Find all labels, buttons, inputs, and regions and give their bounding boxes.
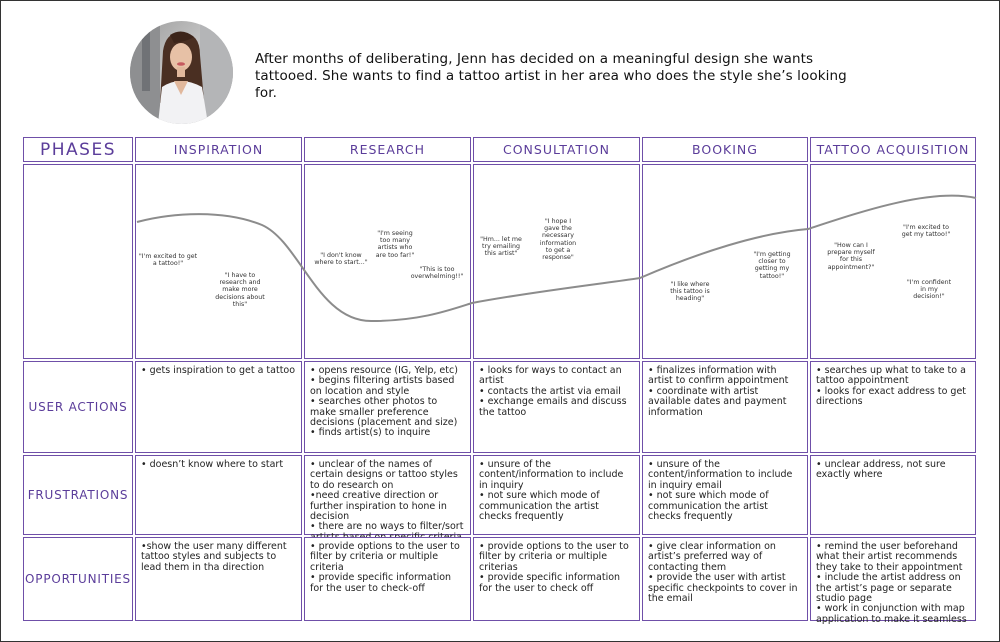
phase-header-research: RESEARCH [304, 137, 471, 162]
frustrations-booking: • unsure of the content/information to i… [642, 455, 808, 535]
frustrations-inspiration: • doesn’t know where to start [135, 455, 302, 535]
opportunities-inspiration: •show the user many different tattoo sty… [135, 537, 302, 621]
phase-header-consultation: CONSULTATION [473, 137, 640, 162]
opportunities-consultation: • provide options to the user to filter … [473, 537, 640, 621]
phase-label: INSPIRATION [173, 142, 264, 157]
frustrations-research: • unclear of the names of certain design… [304, 455, 471, 542]
emotion-cell-inspiration [135, 164, 302, 359]
emotion-cell-consultation [473, 164, 640, 359]
phases-label: PHASES [40, 139, 116, 160]
row-label-user-actions: USER ACTIONS [23, 361, 133, 453]
user-actions-booking: • finalizes information with artist to c… [642, 361, 808, 453]
user-actions-consultation: • looks for ways to contact an artist• c… [473, 361, 640, 453]
emotion-cell-booking [642, 164, 808, 359]
opportunities-research: • provide options to the user to filter … [304, 537, 471, 621]
phase-label: TATTOO ACQUISITION [816, 142, 970, 157]
opportunities-booking: • give clear information on artist’s pre… [642, 537, 808, 621]
persona-scenario: After months of deliberating, Jenn has d… [255, 51, 847, 101]
emotion-cell-research [304, 164, 471, 359]
phase-header-booking: BOOKING [642, 137, 808, 162]
phase-label: BOOKING [692, 142, 758, 157]
row-label-frustrations: FRUSTRATIONS [23, 455, 133, 535]
frustrations-tattoo-acquisition: • unclear address, not sure exactly wher… [810, 455, 976, 535]
phase-label: CONSULTATION [502, 142, 610, 157]
user-actions-tattoo-acquisition: • searches up what to take to a tattoo a… [810, 361, 976, 453]
phase-label: RESEARCH [349, 142, 426, 157]
frustrations-consultation: • unsure of the content/information to i… [473, 455, 640, 535]
emotion-curve [136, 194, 977, 323]
phase-header-inspiration: INSPIRATION [135, 137, 302, 162]
opportunities-tattoo-acquisition: • remind the user beforehand what their … [810, 537, 976, 624]
user-actions-research: • opens resource (IG, Yelp, etc)• begins… [304, 361, 471, 453]
emotion-row-label [23, 164, 133, 359]
phases-header: PHASES [23, 137, 133, 162]
phase-header-tattoo-acquisition: TATTOO ACQUISITION [810, 137, 976, 162]
row-label-opportunities: OPPORTUNITIES [23, 537, 133, 621]
user-actions-inspiration: • gets inspiration to get a tattoo [135, 361, 302, 453]
